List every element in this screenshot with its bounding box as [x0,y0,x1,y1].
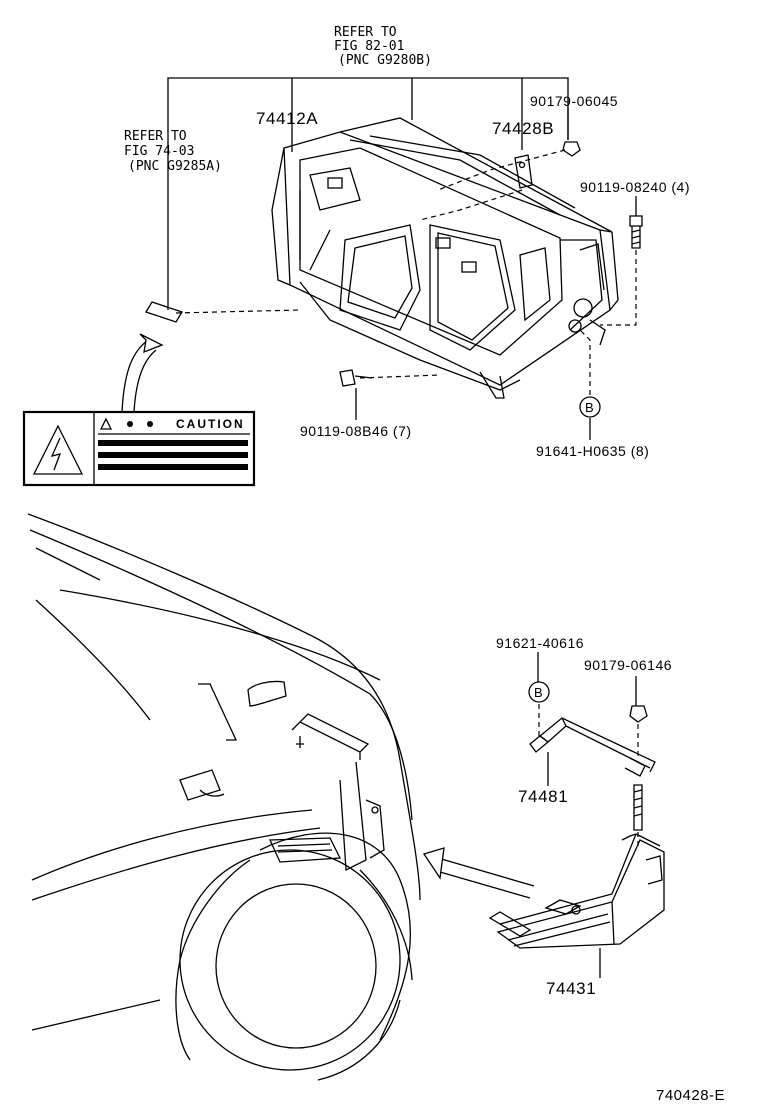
caution-label-box [22,410,256,487]
assembly-lines-top [175,149,637,395]
part-number-90179-06146: 90179-06146 [584,657,673,673]
bracket-74431 [488,833,665,949]
refer-fig82-line2: FIG 82-01 [334,39,405,54]
part-leaders [355,108,637,978]
part-number-74412a: 74412A [256,109,319,128]
refer-fig74-line3: (PNC G9285A) [128,159,222,174]
refer-fig74-line2: FIG 74-03 [124,144,195,159]
marker-b-bottom [528,681,550,703]
arrow-into-vehicle [422,847,535,899]
assembly-lines-bottom [538,704,639,850]
part-number-74431: 74431 [546,979,597,998]
nut-90179-06146 [629,705,648,723]
marker-b-bottom-label: B [534,685,544,700]
part-number-74428b: 74428B [492,119,555,138]
part-number-74481: 74481 [518,787,569,806]
arrow-to-label [121,333,164,413]
bracket-74481 [529,717,656,777]
part-number-91641-h0635: 91641-H0635 (8) [536,443,650,459]
marker-b-top-label: B [585,400,595,415]
bolt-90119-08b46 [339,369,373,387]
marker-b-top [579,396,601,418]
caution-sticker-small [145,301,183,323]
part-number-90119-08240: 90119-08240 (4) [580,179,690,195]
refer-fig82-line1: REFER TO [334,25,397,40]
part-number-91621-40616: 91621-40616 [496,635,585,651]
refer-fig74-line1: REFER TO [124,129,187,144]
battery-frame-74412a [271,117,619,399]
caution-label-text: CAUTION [176,417,245,431]
refer-fig82-line3: (PNC G9280B) [338,53,432,68]
bolt-90119-08240 [629,215,643,249]
part-number-90179-06045: 90179-06045 [530,93,619,109]
stud-bolt [633,784,643,831]
part-number-90119-08b46: 90119-08B46 (7) [300,423,412,439]
bracket-74428b [514,154,533,189]
drawing-id: 740428-E [656,1087,726,1104]
nut-90179-06045 [562,141,581,157]
vehicle-rear-body [27,513,421,1081]
